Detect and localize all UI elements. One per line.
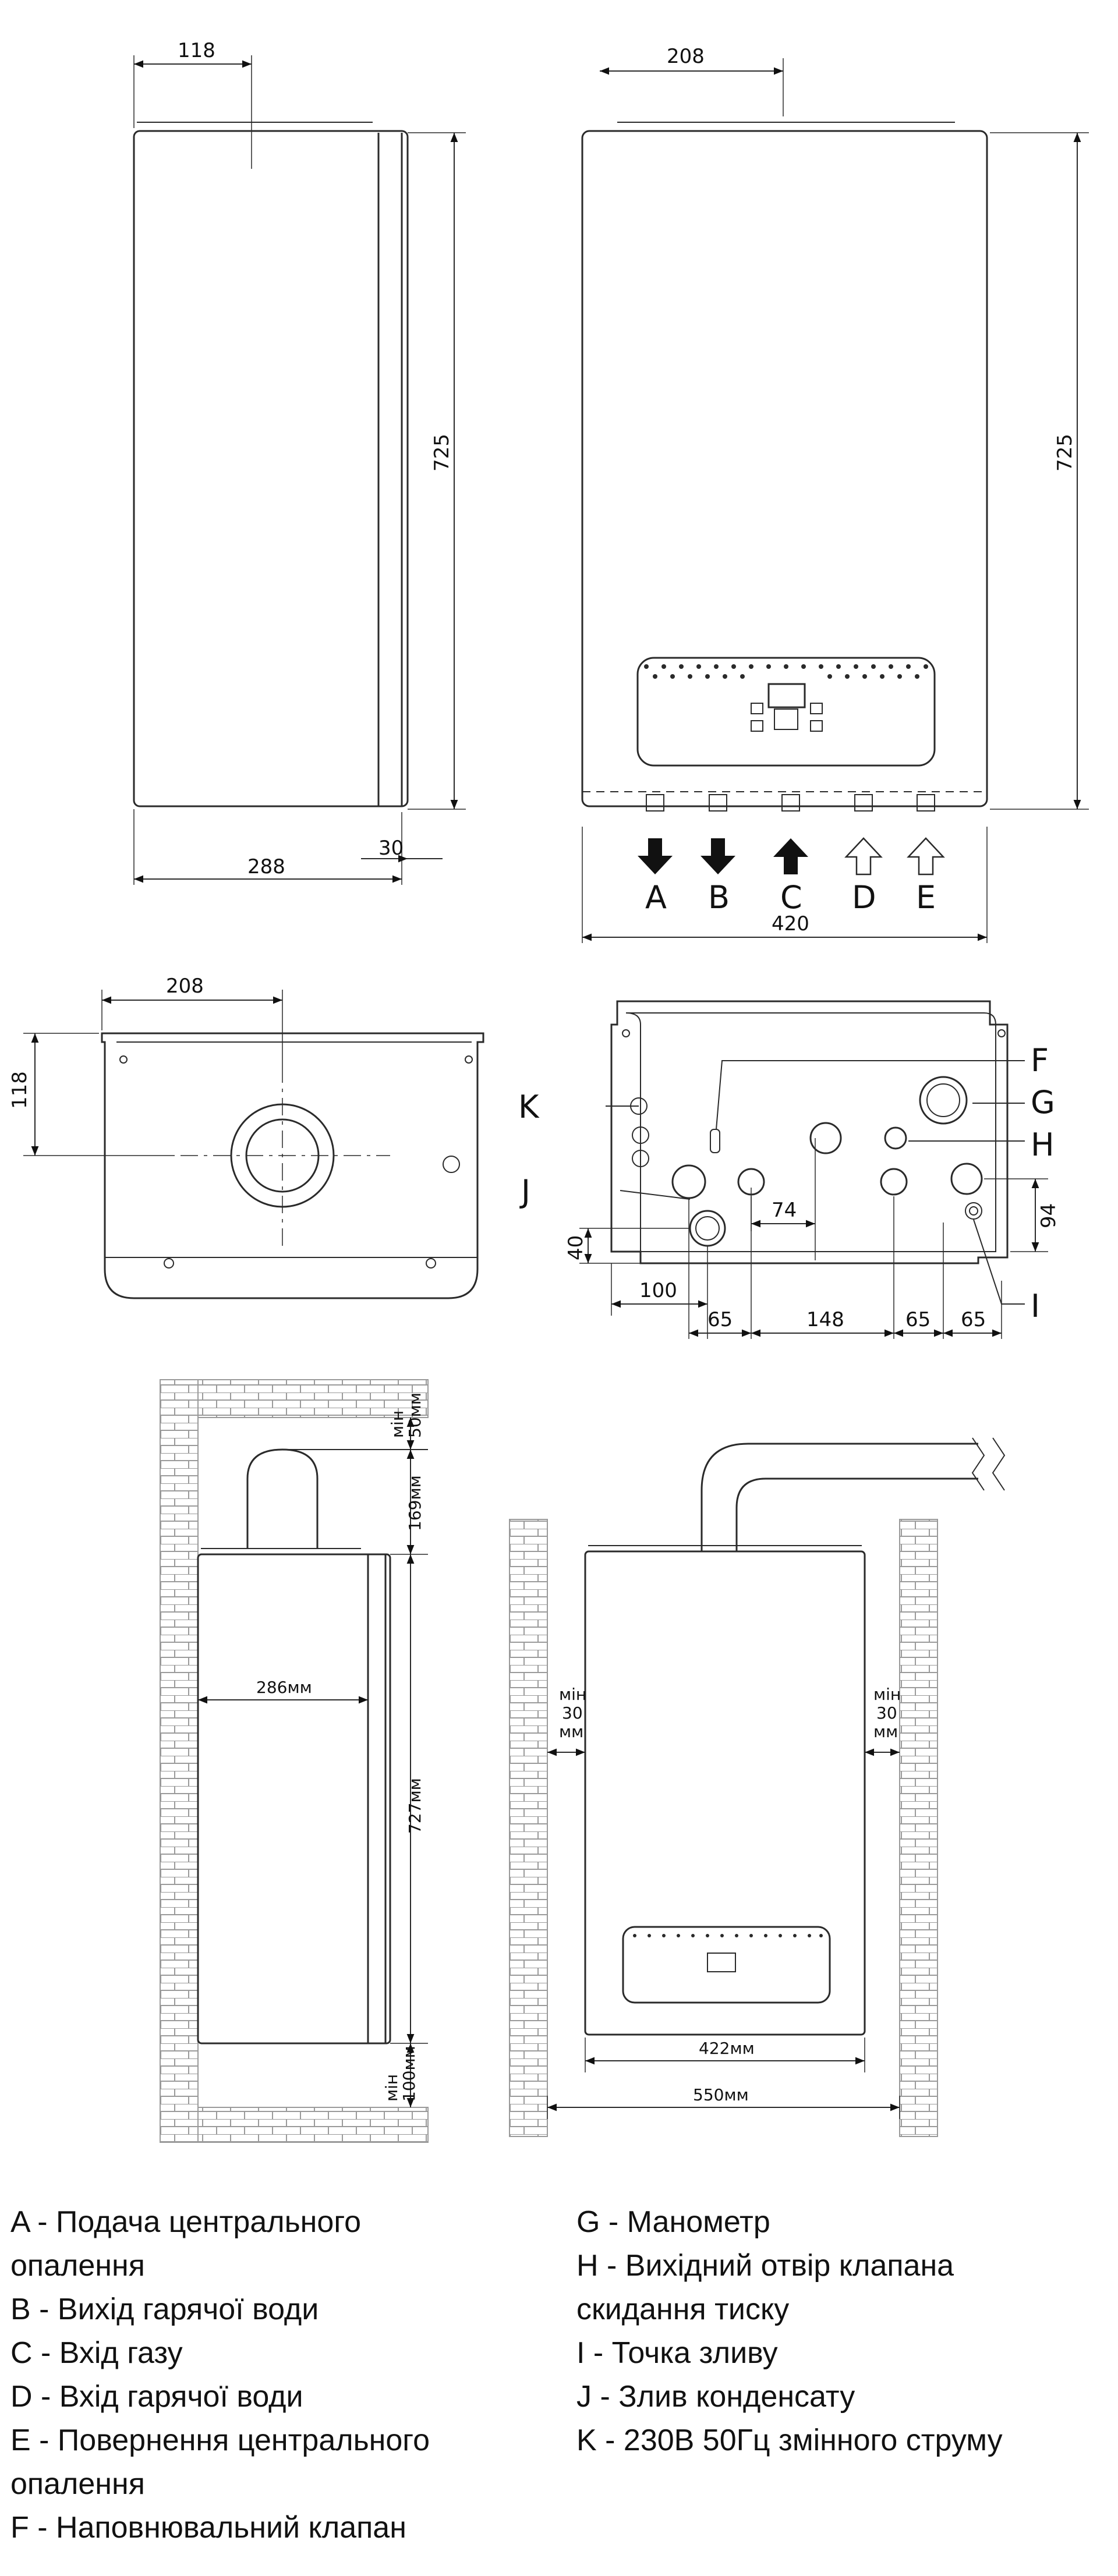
legend-left: A - Подача центрального опалення B - Вих… (10, 2201, 430, 2550)
legend-item: F - Наповнювальний клапан (10, 2511, 406, 2545)
conn-label-D: D (852, 879, 876, 916)
dim-side-30: 30 (378, 837, 404, 860)
dim-front-420: 420 (772, 912, 809, 936)
dim-conn-94: 94 (1037, 1203, 1060, 1228)
conn-label-A: A (645, 879, 667, 916)
arrow-up-E (907, 837, 945, 876)
legend-item: E - Повернення центрального (10, 2423, 430, 2457)
legend-item: B - Вихід гарячої води (10, 2292, 319, 2326)
legend-item: скидання тиску (576, 2292, 790, 2326)
legend-right: G - Манометр H - Вихідний отвір клапана … (576, 2201, 1003, 2462)
dim-conn-100: 100 (639, 1279, 677, 1302)
dim-conn-74: 74 (772, 1199, 797, 1222)
front-view (581, 58, 1089, 943)
panel-dots (644, 664, 928, 679)
dim-conn-148: 148 (806, 1308, 844, 1331)
dim-install-depth: 286мм (256, 1678, 312, 1697)
callout-H: H (1031, 1126, 1055, 1163)
dim-install-flue: 169мм (405, 1475, 424, 1531)
arrow-up-C (773, 838, 808, 874)
dim-install-width: 422мм (699, 2039, 755, 2058)
legend-item: D - Вхід гарячої води (10, 2380, 303, 2414)
legend-item: H - Вихідний отвір клапана (576, 2249, 954, 2283)
legend-item: опалення (10, 2249, 145, 2283)
side-view (133, 55, 466, 885)
bottom-view (23, 990, 484, 1299)
technical-drawing: 118 725 288 30 (8, 39, 1089, 2143)
dim-front-208: 208 (667, 45, 705, 68)
dim-conn-40: 40 (564, 1235, 588, 1260)
dim-conn-65b: 65 (905, 1308, 931, 1331)
arrow-up-D (844, 837, 883, 876)
connection-arrows (638, 837, 945, 876)
conn-label-C: C (780, 879, 802, 916)
callout-G: G (1031, 1084, 1055, 1121)
callout-I: I (1031, 1288, 1040, 1324)
legend-item: опалення (10, 2467, 145, 2501)
install-front-view (509, 1437, 1006, 2137)
legend-item: J - Злив конденсату (576, 2380, 855, 2414)
legend-item: A - Подача центрального (10, 2205, 362, 2239)
dim-side-725: 725 (430, 434, 454, 472)
conn-label-B: B (708, 879, 730, 916)
callout-F: F (1031, 1042, 1049, 1079)
legend-item: C - Вхід газу (10, 2336, 183, 2370)
dim-install-bottom: мін100мм (382, 2046, 419, 2102)
conn-label-E: E (916, 879, 936, 916)
legend-item: G - Манометр (576, 2205, 770, 2239)
dim-install-height: 727мм (405, 1778, 424, 1834)
dim-install-top: мін50мм (388, 1392, 424, 1438)
dim-conn-65a: 65 (707, 1308, 733, 1331)
install-side-view (160, 1379, 429, 2143)
arrow-down-A (638, 838, 673, 874)
dim-side-118: 118 (178, 39, 215, 62)
arrow-down-B (700, 838, 735, 874)
dim-install-total-width: 550мм (693, 2085, 749, 2104)
dim-bottom-118: 118 (8, 1071, 31, 1109)
dim-bottom-208: 208 (166, 975, 204, 998)
callout-K: K (518, 1089, 540, 1125)
legend-item: I - Точка зливу (576, 2336, 778, 2370)
legend-item: K - 230В 50Гц змінного струму (576, 2423, 1003, 2457)
callout-J: J (519, 1173, 530, 1210)
dim-conn-65c: 65 (961, 1308, 986, 1331)
connections-view (579, 1000, 1048, 1339)
dim-side-288: 288 (247, 855, 285, 878)
dim-front-725: 725 (1053, 434, 1077, 472)
